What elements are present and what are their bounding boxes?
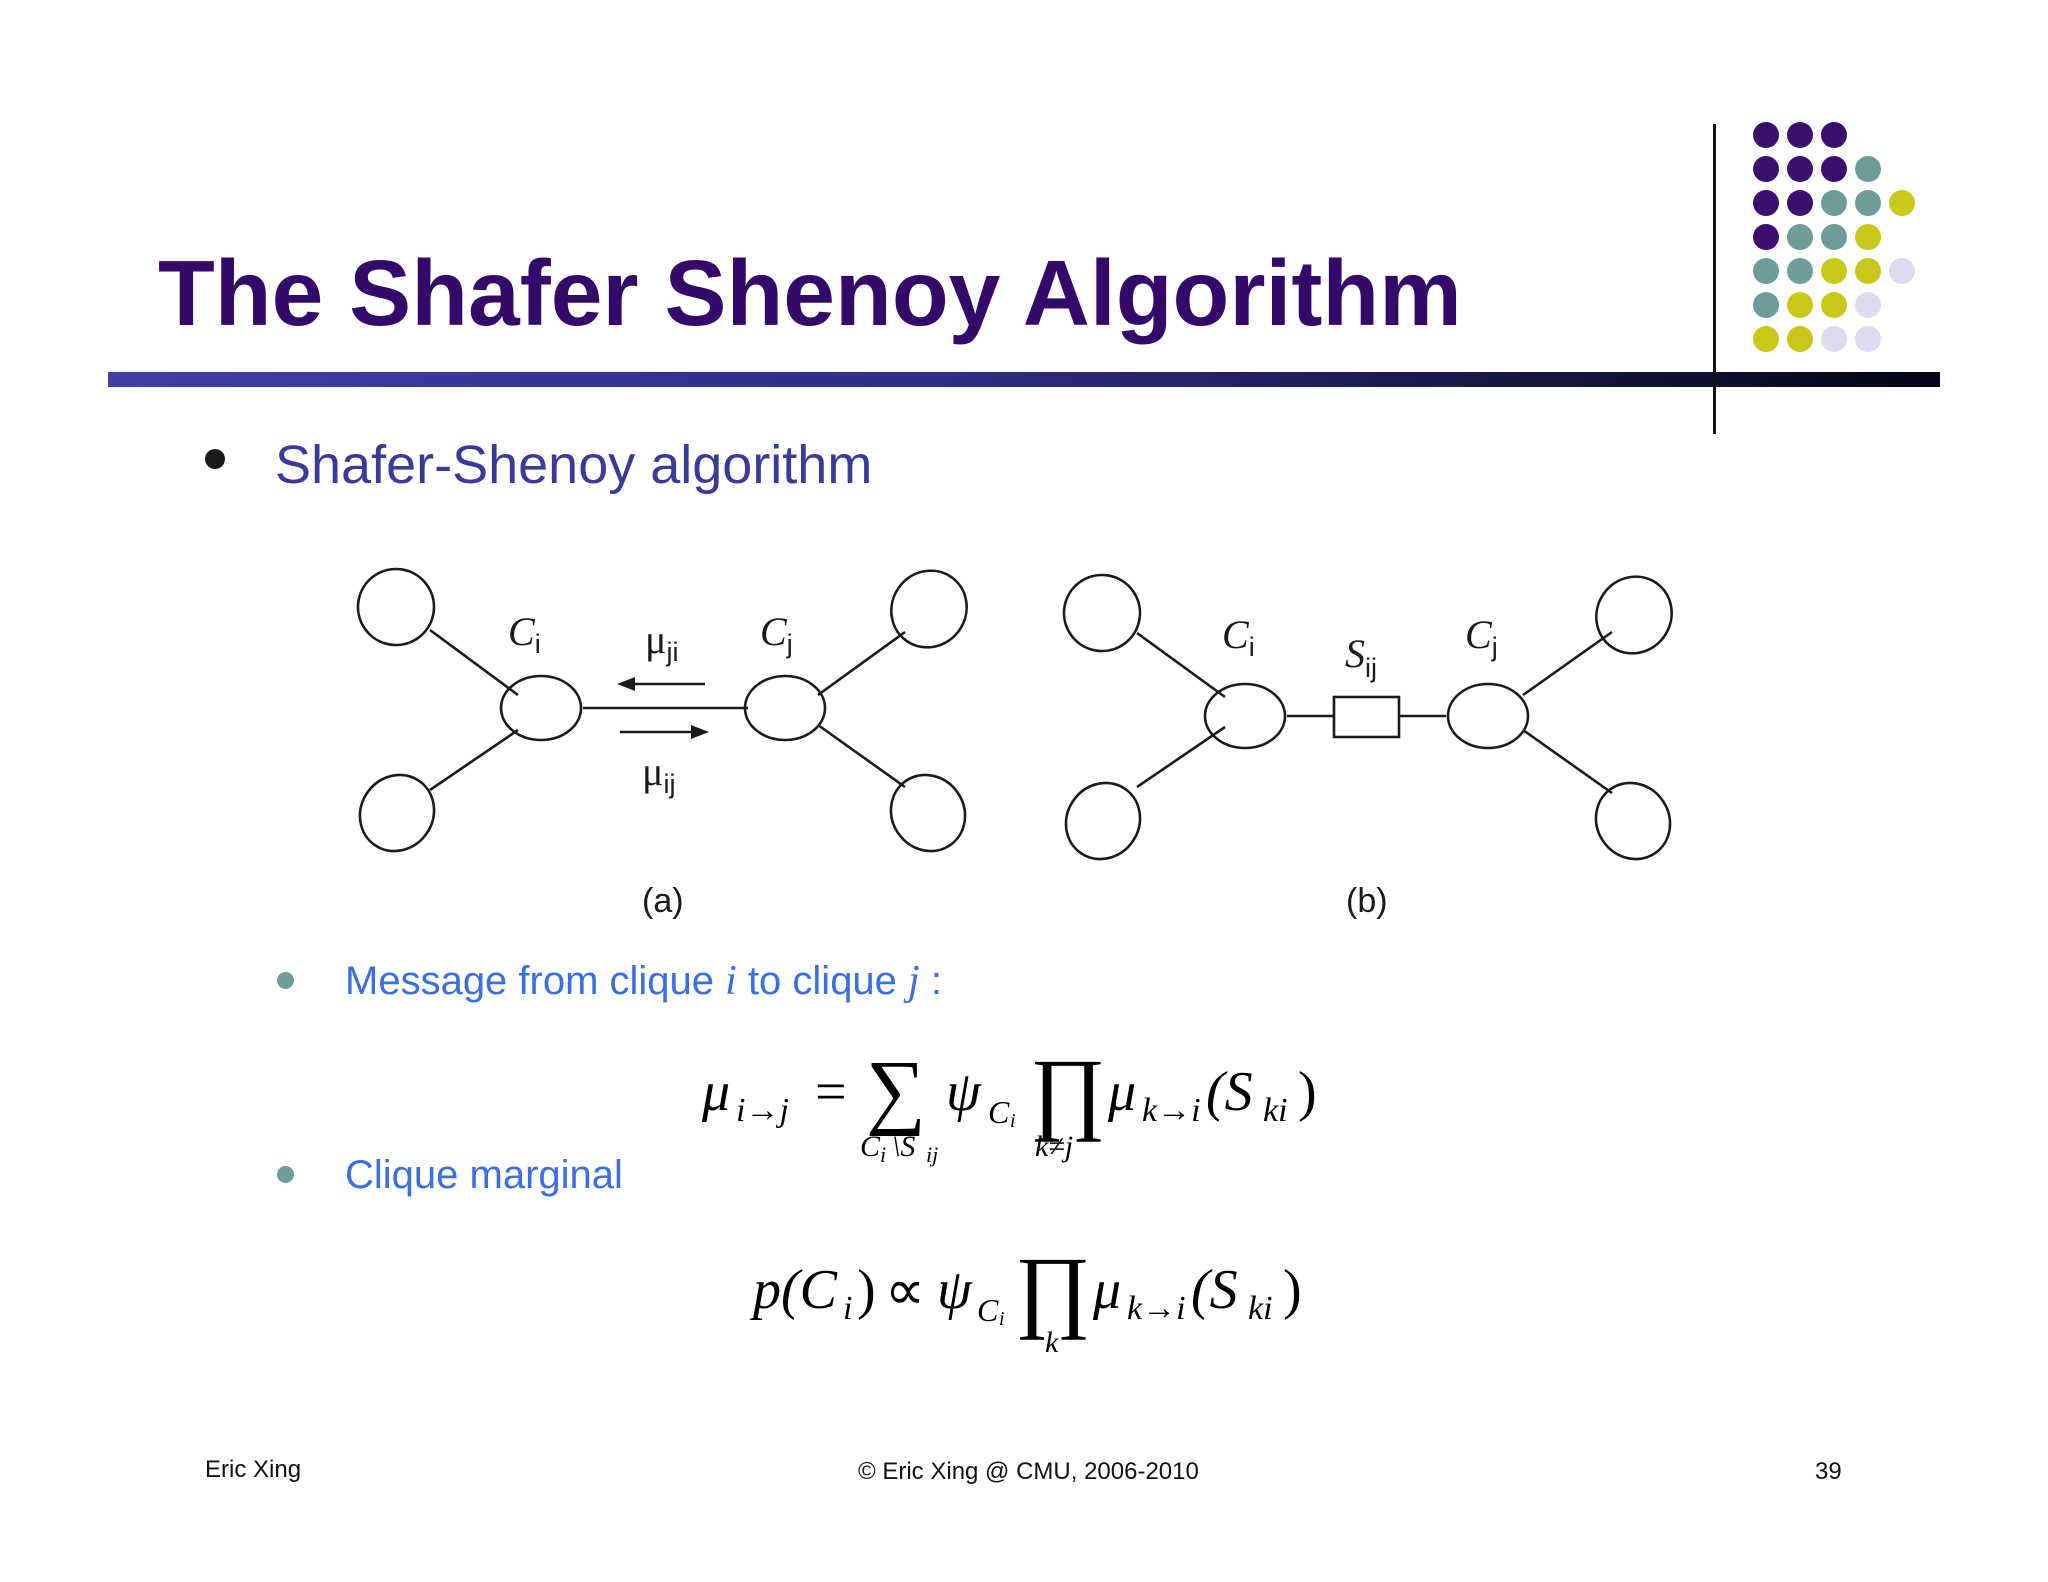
decorative-dot — [1787, 326, 1813, 352]
bullet-dot — [205, 449, 225, 469]
label-cj: C — [760, 609, 788, 654]
decorative-dot — [1753, 122, 1779, 148]
decorative-dot — [1787, 156, 1813, 182]
footer-copyright: © Eric Xing @ CMU, 2006-2010 — [858, 1458, 1199, 1485]
label-ci-b: C — [1222, 612, 1250, 657]
label-cj-b: C — [1465, 612, 1493, 657]
decorative-dot — [1855, 156, 1881, 182]
label-ci: C — [508, 609, 536, 654]
junction-tree-figure: Ci Cj μji μij (a) Ci Sij Cj (b) — [356, 567, 1673, 920]
neighbor-clique-node — [889, 773, 967, 853]
svg-text:Cj: Cj — [760, 609, 793, 659]
vertical-rule — [1713, 124, 1716, 434]
decorative-dot — [1821, 156, 1847, 182]
decorative-dot — [1821, 326, 1847, 352]
panel-a-graph — [356, 567, 968, 853]
caption-b: (b) — [1346, 882, 1388, 920]
svg-text:Sij: Sij — [1345, 631, 1377, 683]
decorative-dot — [1753, 292, 1779, 318]
svg-text:μji: μji — [645, 617, 678, 667]
svg-text:Ci: Ci — [508, 609, 541, 659]
decorative-dot — [1821, 190, 1847, 216]
message-equation: μ i→j = ∑ C i \S ij ψ C i ∏ k≠j μ k→i (S… — [702, 1040, 1317, 1167]
neighbor-clique-node — [1064, 781, 1142, 861]
neighbor-clique-node — [1594, 781, 1672, 861]
decorative-dot — [1787, 292, 1813, 318]
clique-node-cj — [1446, 682, 1530, 750]
clique-node-cj — [743, 674, 827, 742]
label-mu-ij: μ — [642, 749, 663, 794]
clique-node-ci — [499, 674, 583, 742]
decorative-dot — [1855, 190, 1881, 216]
decorative-dot — [1821, 122, 1847, 148]
separator-node-sij — [1332, 695, 1401, 739]
title-underline — [108, 372, 1940, 387]
decorative-dot — [1787, 122, 1813, 148]
footer-author: Eric Xing — [205, 1456, 302, 1483]
decorative-dot — [1787, 224, 1813, 250]
svg-text:μij: μij — [642, 749, 675, 799]
label-mu-ji: μ — [645, 617, 666, 662]
svg-text:Ci: Ci — [1222, 612, 1255, 662]
caption-a: (a) — [642, 882, 684, 920]
neighbor-clique-node — [1595, 575, 1673, 655]
decorative-dot — [1753, 156, 1779, 182]
decorative-dot — [1889, 258, 1915, 284]
neighbor-clique-node — [358, 773, 436, 853]
svg-text:Cj: Cj — [1465, 612, 1498, 662]
bullet-shafer-shenoy: Shafer-Shenoy algorithm — [275, 435, 873, 495]
decorative-dot — [1787, 190, 1813, 216]
neighbor-clique-node — [356, 567, 436, 647]
label-sij: S — [1345, 631, 1365, 676]
decorative-dot — [1787, 258, 1813, 284]
page-number: 39 — [1815, 1458, 1842, 1485]
decorative-dot — [1753, 224, 1779, 250]
neighbor-clique-node — [890, 569, 968, 649]
decorative-dot — [1753, 258, 1779, 284]
marginal-equation: p(C i ) ∝ ψ C i ∏ k μ k→i (S ki ) — [753, 1238, 1302, 1359]
decorative-dot — [1753, 326, 1779, 352]
decorative-dot — [1855, 326, 1881, 352]
sub-bullet-clique-marginal: Clique marginal — [345, 1153, 623, 1197]
sub-bullet-message: Message from clique i to clique j : — [345, 958, 942, 1004]
neighbor-clique-node — [1062, 573, 1142, 653]
decorative-dot — [1855, 292, 1881, 318]
decorative-dot — [1821, 292, 1847, 318]
sub-bullet-dot — [277, 1166, 294, 1183]
clique-node-ci — [1203, 682, 1287, 750]
decorative-dot — [1889, 190, 1915, 216]
decorative-dot — [1753, 190, 1779, 216]
decorative-dot — [1821, 224, 1847, 250]
panel-b-graph — [1062, 573, 1673, 861]
sub-bullet-dot — [277, 972, 294, 989]
decorative-dot — [1821, 258, 1847, 284]
decorative-dot — [1855, 224, 1881, 250]
slide-title: The Shafer Shenoy Algorithm — [158, 241, 1462, 345]
decorative-dot — [1855, 258, 1881, 284]
